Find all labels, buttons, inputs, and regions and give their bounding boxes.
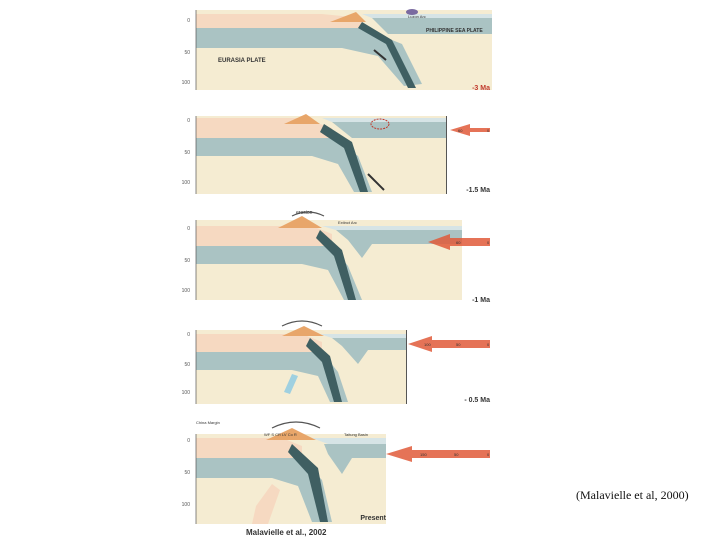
eurasia-lithosphere xyxy=(196,138,372,192)
depth-tick: 0 xyxy=(187,332,190,338)
panel-1-5ma: 60 0 0 50 100 -1.5 Ma xyxy=(182,114,490,194)
time-label: Present xyxy=(360,515,386,522)
arrow-number: 50 xyxy=(454,452,459,457)
arc-zone xyxy=(370,118,390,130)
arrow-number: 60 xyxy=(456,240,461,245)
accretionary-wedge xyxy=(278,216,322,228)
convergence-arrow-icon xyxy=(428,234,490,250)
philippine-plate xyxy=(372,18,492,34)
accretionary-wedge xyxy=(330,12,366,22)
ocean-water xyxy=(322,226,462,230)
subducting-slab xyxy=(288,444,328,522)
eurasia-lithosphere xyxy=(196,458,332,522)
depth-tick: 100 xyxy=(182,502,191,508)
ocean-water xyxy=(320,334,406,338)
accretionary-wedge xyxy=(282,326,324,336)
tectonic-evolution-figure: 0 50 100 EURASIA PLATE PHILIPPINE SEA PL… xyxy=(172,0,502,540)
section-edge xyxy=(446,116,447,194)
ocean-water xyxy=(362,14,492,18)
time-label: -1 Ma xyxy=(472,297,490,304)
eurasia-crust xyxy=(196,438,302,458)
section-edge xyxy=(406,330,407,404)
philippine-plate xyxy=(332,122,446,138)
depth-tick: 100 xyxy=(182,80,191,86)
subducting-slab xyxy=(358,22,416,88)
depth-tick: 100 xyxy=(182,180,191,186)
philippine-plate xyxy=(324,444,386,474)
eurasia-lithosphere xyxy=(196,352,348,402)
depth-tick: 0 xyxy=(187,118,190,124)
orogenic-wedge xyxy=(266,428,316,440)
eurasia-crust xyxy=(196,14,362,28)
philippine-plate xyxy=(336,230,462,258)
panel-1ma: erosion Extinct Arc 60 0 0 50 100 -1 Ma xyxy=(182,210,490,304)
time-label: - 0.5 Ma xyxy=(464,397,490,404)
arrow-number: 60 xyxy=(458,128,463,133)
convergence-arrow-icon xyxy=(408,336,490,352)
depth-tick: 0 xyxy=(187,18,190,24)
convergence-arrow-icon xyxy=(450,124,490,136)
depth-tick: 100 xyxy=(182,288,191,294)
erosion-arrow-icon xyxy=(291,211,325,217)
convergence-arrow-icon xyxy=(386,446,490,462)
arrow-number: 0 xyxy=(487,240,490,245)
eurasia-lithosphere xyxy=(196,28,422,86)
plate-label-eurasia: EURASIA PLATE xyxy=(218,58,266,64)
subduction-arrow-icon xyxy=(373,49,387,61)
crustal-root xyxy=(252,484,280,524)
arrow-number: 150 xyxy=(420,452,427,457)
eurasia-lithosphere xyxy=(196,246,362,300)
philippine-plate xyxy=(332,338,406,364)
panel-3ma: 0 50 100 EURASIA PLATE PHILIPPINE SEA PL… xyxy=(182,9,492,92)
figure-credit: Malavielle et al., 2002 xyxy=(246,528,327,537)
time-label: -3 Ma xyxy=(472,85,490,92)
erosion-label: erosion xyxy=(296,210,313,216)
subducting-slab xyxy=(306,338,342,402)
depth-tick: 50 xyxy=(184,362,190,368)
unit-labels: WF S CR LV Co R xyxy=(264,432,297,437)
eurasia-crust xyxy=(196,334,322,352)
plate-label-philippine: PHILIPPINE SEA PLATE xyxy=(426,28,483,34)
arrow-number: 0 xyxy=(487,128,490,133)
subducting-slab xyxy=(316,230,356,300)
erosion-arrow-icon xyxy=(281,320,323,327)
accretionary-wedge xyxy=(284,114,320,124)
basin-label: Taitung Basin xyxy=(344,432,368,437)
depth-tick: 100 xyxy=(182,390,191,396)
ocean-water xyxy=(312,438,386,444)
time-label: -1.5 Ma xyxy=(466,187,490,194)
panel-0-5ma: 100 50 0 0 50 100 - 0.5 Ma xyxy=(182,320,490,404)
depth-tick: 50 xyxy=(184,258,190,264)
eurasia-crust xyxy=(196,226,332,246)
erosion-arrow-icon xyxy=(271,421,321,429)
depth-tick: 50 xyxy=(184,50,190,56)
subduction-arrow-icon xyxy=(367,173,385,191)
margin-label: China Margin xyxy=(196,420,220,425)
subducting-slab xyxy=(320,124,368,192)
depth-tick: 0 xyxy=(187,226,190,232)
arc-label: Extinct Arc xyxy=(338,220,357,225)
arrow-number: 0 xyxy=(487,452,490,457)
depth-tick: 0 xyxy=(187,438,190,444)
arrow-number: 50 xyxy=(456,342,461,347)
arc-label: Luzon Arc xyxy=(408,14,426,19)
panel-present: China Margin Taitung Basin WF S CR LV Co… xyxy=(182,420,490,524)
slab-tear xyxy=(284,374,298,394)
depth-tick: 50 xyxy=(184,470,190,476)
depth-tick: 50 xyxy=(184,150,190,156)
arrow-number: 100 xyxy=(424,342,431,347)
volcano-icon xyxy=(406,9,418,15)
arrow-number: 0 xyxy=(487,342,490,347)
figure-caption: (Malavielle et al, 2000) xyxy=(576,488,689,502)
